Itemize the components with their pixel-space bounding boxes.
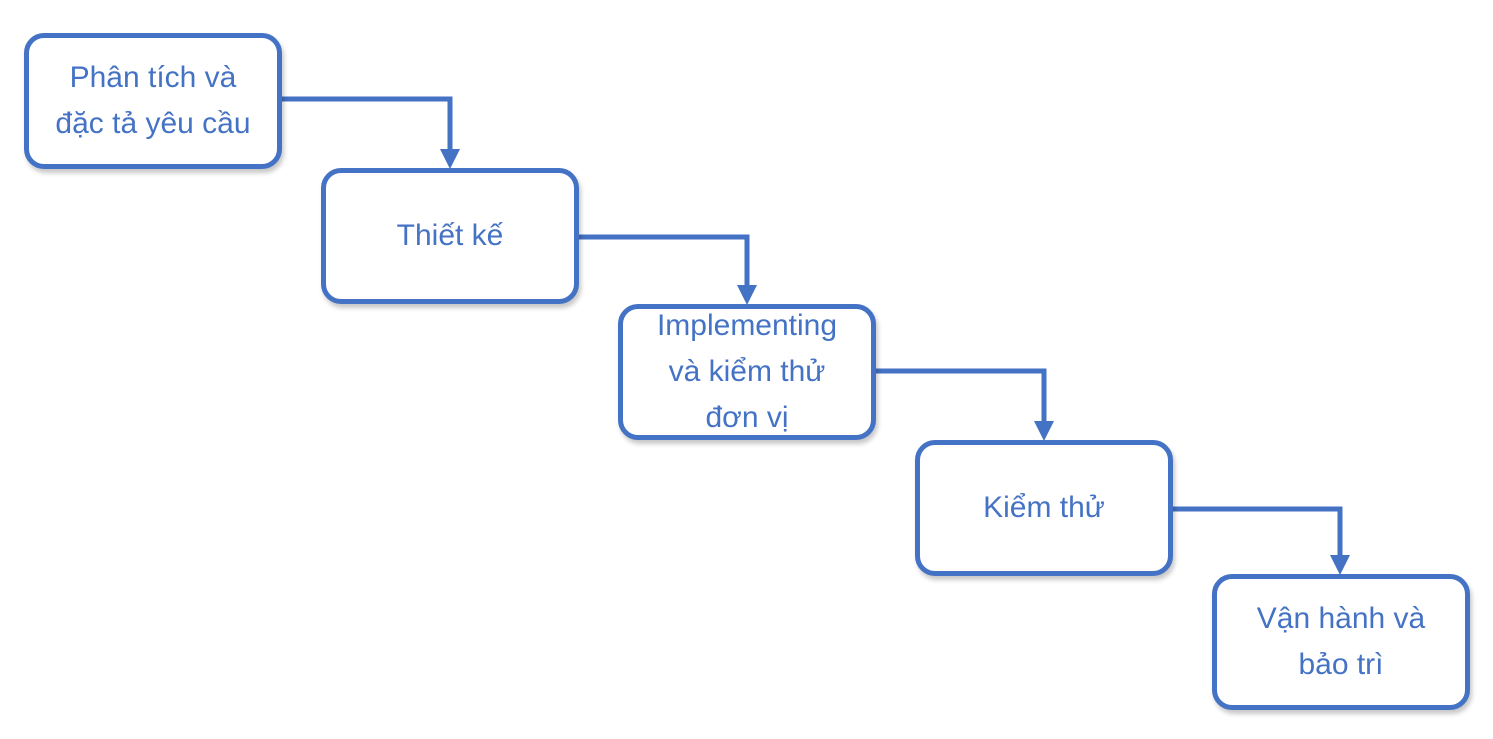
connector-arrow-2-to-3 [579,234,757,305]
connector-arrow-1-to-2 [282,96,460,169]
step-label-implementation: Implementing và kiểm thử đơn vị [656,309,838,434]
step-box-testing: Kiểm thử [915,440,1173,576]
step-box-requirements: Phân tích và đặc tả yêu cầu [24,33,282,169]
step-label-requirements: Phân tích và đặc tả yêu cầu [55,61,251,140]
step-box-implementation: Implementing và kiểm thử đơn vị [618,304,876,440]
step-label-operation-maintenance: Vận hành và bảo trì [1256,602,1426,681]
step-box-operation-maintenance: Vận hành và bảo trì [1212,574,1470,710]
connector-arrow-4-to-5 [1173,506,1350,575]
step-label-design: Thiết kế [396,219,504,252]
step-box-design: Thiết kế [321,168,579,304]
step-label-testing: Kiểm thử [983,491,1105,524]
connector-arrow-3-to-4 [876,368,1054,441]
